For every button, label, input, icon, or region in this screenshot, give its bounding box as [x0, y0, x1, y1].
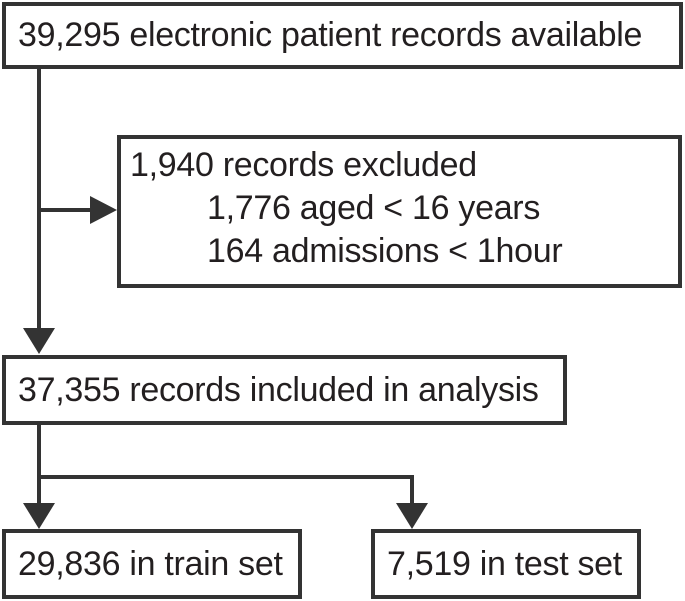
- connector-branch-to-excluded: [37, 208, 92, 212]
- node-records-available-label: 39,295 electronic patient records availa…: [18, 16, 643, 54]
- node-records-included-label: 37,355 records included in analysis: [18, 370, 539, 409]
- arrow-down-icon: [396, 503, 428, 529]
- excluded-total-line: 1,940 records excluded: [130, 146, 477, 184]
- node-records-included: 37,355 records included in analysis: [2, 355, 567, 425]
- connector-split-to-test: [410, 477, 414, 505]
- connector-included-to-train: [37, 425, 41, 505]
- connector-available-to-included: [37, 68, 41, 330]
- excluded-age-line: 1,776 aged < 16 years: [207, 189, 541, 227]
- node-train-set: 29,836 in train set: [2, 529, 302, 599]
- connector-split-horizontal: [37, 475, 414, 479]
- node-records-excluded: 1,940 records excluded 1,776 aged < 16 y…: [117, 135, 682, 288]
- node-records-excluded-text: 1,940 records excluded 1,776 aged < 16 y…: [121, 139, 678, 273]
- node-records-available: 39,295 electronic patient records availa…: [2, 2, 683, 69]
- arrow-right-icon: [90, 196, 117, 224]
- excluded-admissions-line: 164 admissions < 1hour: [207, 232, 563, 270]
- arrow-down-icon: [23, 503, 55, 529]
- arrow-down-icon: [23, 328, 55, 354]
- node-train-set-label: 29,836 in train set: [18, 544, 283, 583]
- node-test-set: 7,519 in test set: [371, 529, 641, 599]
- node-test-set-label: 7,519 in test set: [387, 544, 622, 583]
